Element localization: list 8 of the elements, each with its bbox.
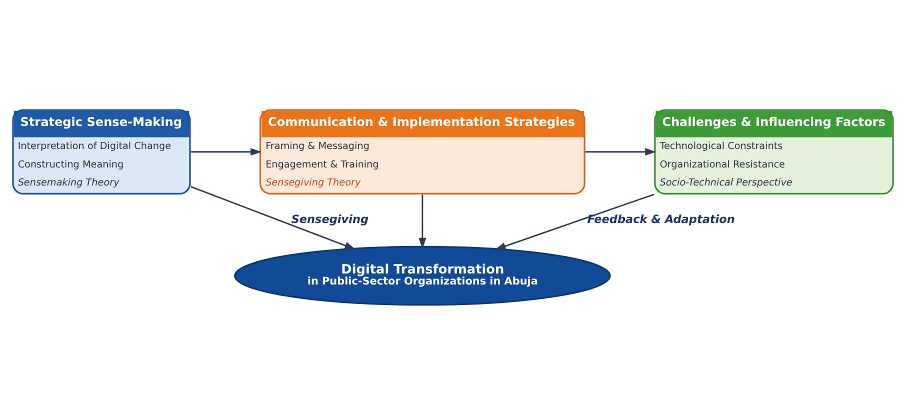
arrow <box>494 194 654 250</box>
edge-label: Sensegiving <box>291 212 369 226</box>
edge-label: Feedback & Adaptation <box>587 212 735 226</box>
node-ellipse: Digital Transformation in Public-Sector Organizations in Abuja <box>234 246 611 306</box>
arrow <box>418 194 426 249</box>
arrow <box>190 186 356 250</box>
arrow <box>586 148 656 156</box>
arrow <box>190 148 262 156</box>
